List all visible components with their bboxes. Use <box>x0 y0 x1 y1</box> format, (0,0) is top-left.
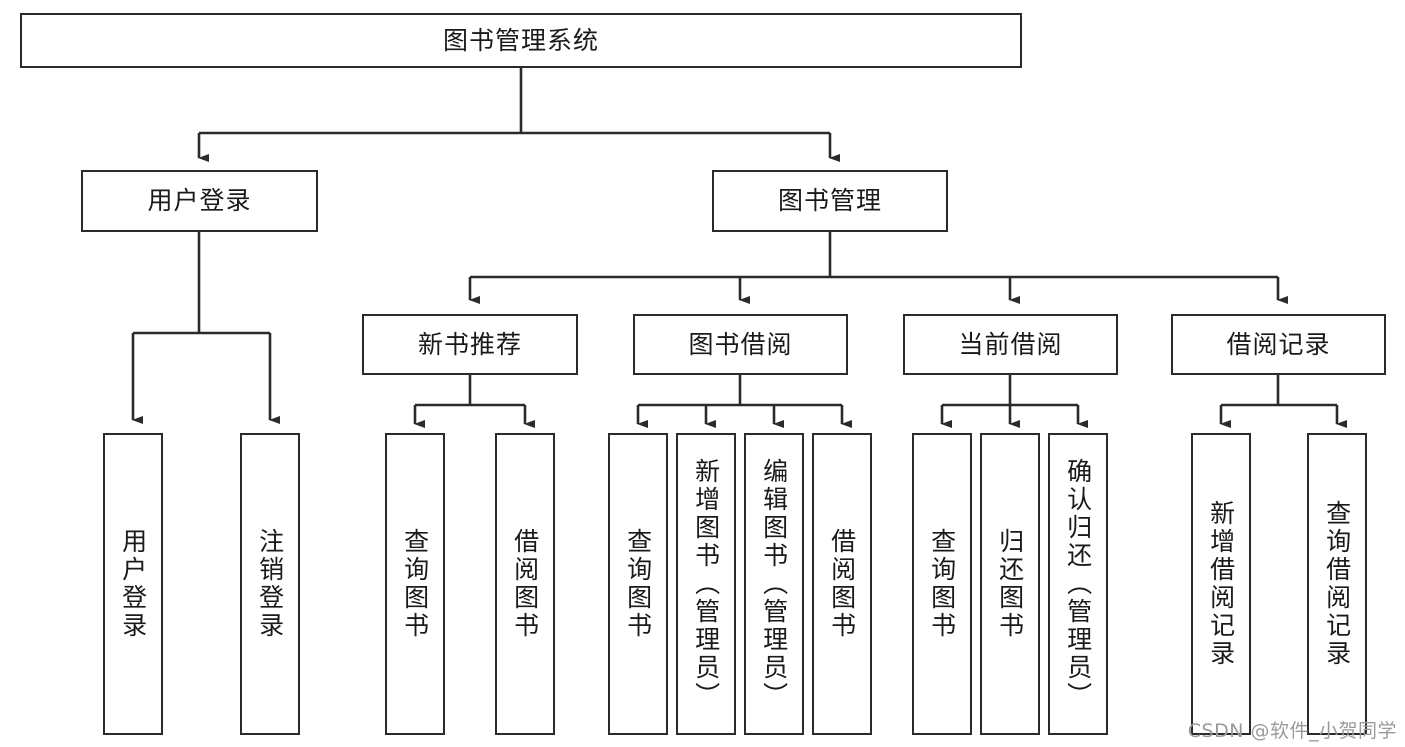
leaf-borrow-book-2[interactable]: 借阅图书 <box>812 433 872 735</box>
leaf-query-book-3[interactable]: 查询图书 <box>912 433 972 735</box>
node-label: 图书借阅 <box>688 329 793 359</box>
leaf-query-record[interactable]: 查询借阅记录 <box>1307 433 1367 735</box>
node-label: 编辑图书（管理员） <box>759 458 789 710</box>
leaf-query-book-2[interactable]: 查询图书 <box>608 433 668 735</box>
node-current-borrow[interactable]: 当前借阅 <box>903 314 1118 375</box>
node-label: 新增借阅记录 <box>1206 500 1236 668</box>
node-label: 借阅图书 <box>510 528 540 640</box>
node-label: 借阅记录 <box>1226 329 1331 359</box>
node-label: 新增图书（管理员） <box>691 458 721 710</box>
leaf-edit-book[interactable]: 编辑图书（管理员） <box>744 433 804 735</box>
node-label: 归还图书 <box>995 528 1025 640</box>
leaf-logout-login[interactable]: 注销登录 <box>240 433 300 735</box>
node-label: 确认归还（管理员） <box>1063 458 1093 710</box>
node-label: 图书管理 <box>777 186 882 216</box>
node-borrow-record[interactable]: 借阅记录 <box>1171 314 1386 375</box>
leaf-confirm-return[interactable]: 确认归还（管理员） <box>1048 433 1108 735</box>
leaf-borrow-book-1[interactable]: 借阅图书 <box>495 433 555 735</box>
node-user-login[interactable]: 用户登录 <box>81 170 318 232</box>
node-label: 查询图书 <box>400 528 430 640</box>
node-label: 图书管理系统 <box>442 25 599 55</box>
node-label: 注销登录 <box>255 528 285 640</box>
leaf-query-book-1[interactable]: 查询图书 <box>385 433 445 735</box>
node-label: 查询图书 <box>927 528 957 640</box>
node-book-manage[interactable]: 图书管理 <box>712 170 948 232</box>
node-label: 查询图书 <box>623 528 653 640</box>
node-book-management-system[interactable]: 图书管理系统 <box>20 13 1022 68</box>
leaf-add-record[interactable]: 新增借阅记录 <box>1191 433 1251 735</box>
csdn-watermark: CSDN @软件_小贺同学 <box>1187 720 1397 742</box>
node-label: 用户登录 <box>118 528 148 640</box>
leaf-add-book[interactable]: 新增图书（管理员） <box>676 433 736 735</box>
node-label: 当前借阅 <box>958 329 1063 359</box>
leaf-return-book[interactable]: 归还图书 <box>980 433 1040 735</box>
node-label: 借阅图书 <box>827 528 857 640</box>
node-book-borrow[interactable]: 图书借阅 <box>633 314 848 375</box>
leaf-user-login[interactable]: 用户登录 <box>103 433 163 735</box>
node-label: 新书推荐 <box>417 329 522 359</box>
node-label: 查询借阅记录 <box>1322 500 1352 668</box>
node-new-book-recommend[interactable]: 新书推荐 <box>362 314 578 375</box>
node-label: 用户登录 <box>147 186 252 216</box>
